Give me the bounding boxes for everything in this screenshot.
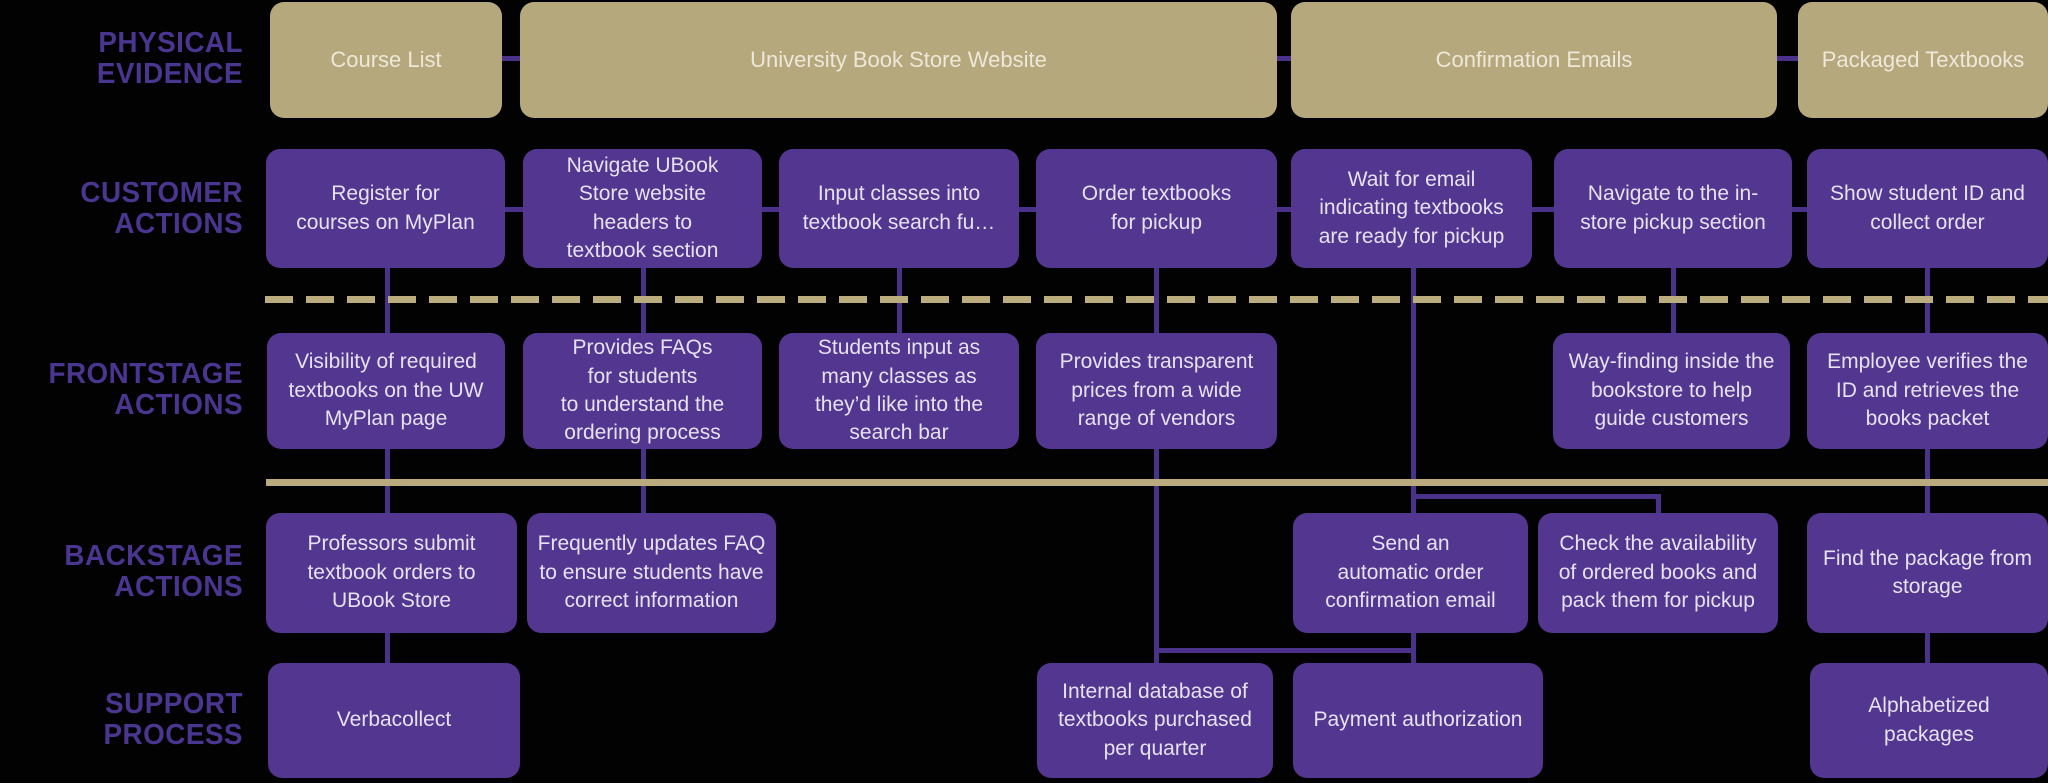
connector-customer-dash bbox=[1019, 207, 1036, 212]
box-text: Employee verifies the ID and retrieves t… bbox=[1827, 350, 2028, 431]
connector-customer-dash bbox=[505, 207, 523, 212]
box-text: Visibility of required textbooks on the … bbox=[288, 350, 484, 431]
box-text: Packaged Textbooks bbox=[1821, 46, 2025, 72]
box-text: Course List bbox=[330, 46, 442, 72]
row-label-frontstage-actions: FRONTSTAGE ACTIONS bbox=[48, 358, 244, 421]
box-text: Check the availability of ordered books … bbox=[1558, 532, 1758, 613]
customer-show-id: Show student ID and collect order bbox=[1807, 149, 2048, 268]
connector-drop-into-check bbox=[1656, 496, 1661, 513]
connector-customer-dash bbox=[762, 207, 779, 212]
line-of-interaction bbox=[265, 296, 2048, 303]
support-payment-authorization: Payment authorization bbox=[1293, 663, 1543, 778]
connector-professors-to-verbacollect bbox=[385, 633, 390, 663]
connector-find-to-alphabetized bbox=[1925, 633, 1930, 663]
row-label-support-process: SUPPORT PROCESS bbox=[103, 688, 243, 751]
box-text: Students input as many classes as they’d… bbox=[814, 336, 984, 445]
box-text: Payment authorization bbox=[1313, 708, 1523, 732]
box-text: Order textbooks for pickup bbox=[1081, 182, 1232, 234]
box-text: Show student ID and collect order bbox=[1830, 182, 2025, 234]
box-text: Internal database of textbooks purchased… bbox=[1058, 679, 1252, 760]
backstage-check-availability: Check the availability of ordered books … bbox=[1538, 513, 1778, 633]
backstage-send-confirmation: Send an automatic order confirmation ema… bbox=[1293, 513, 1528, 633]
backstage-find-package: Find the package from storage bbox=[1807, 513, 2048, 633]
connector-customer-dash bbox=[1792, 207, 1807, 212]
customer-wait-email: Wait for email indicating textbooks are … bbox=[1291, 149, 1532, 268]
backstage-professors-submit: Professors submit textbook orders to UBo… bbox=[266, 513, 517, 633]
customer-order-textbooks: Order textbooks for pickup bbox=[1036, 149, 1277, 268]
connector-branch-database-payment bbox=[1154, 648, 1416, 653]
row-label-customer-actions: CUSTOMER ACTIONS bbox=[80, 177, 243, 240]
box-text: Provides FAQs for students to understand… bbox=[560, 336, 725, 445]
box-text: Verbacollect bbox=[336, 708, 452, 732]
evidence-confirmation-emails: Confirmation Emails bbox=[1291, 2, 1777, 118]
connector-customer-dash bbox=[1532, 207, 1554, 212]
evidence-bookstore-website: University Book Store Website bbox=[520, 2, 1277, 118]
customer-register-courses: Register for courses on MyPlan bbox=[266, 149, 505, 268]
support-alphabetized-packages: Alphabetized packages bbox=[1810, 663, 2048, 778]
line-of-visibility bbox=[266, 479, 2048, 486]
box-text: Confirmation Emails bbox=[1435, 46, 1633, 72]
frontstage-wayfinding: Way-finding inside the bookstore to help… bbox=[1553, 333, 1790, 449]
box-text: Send an automatic order confirmation ema… bbox=[1325, 532, 1496, 613]
box-text: Navigate to the in- store pickup section bbox=[1580, 182, 1766, 234]
customer-input-classes: Input classes into textbook search fu… bbox=[779, 149, 1019, 268]
evidence-course-list: Course List bbox=[270, 2, 502, 118]
support-verbacollect: Verbacollect bbox=[268, 663, 520, 778]
frontstage-visibility-textbooks: Visibility of required textbooks on the … bbox=[267, 333, 505, 449]
frontstage-employee-verifies: Employee verifies the ID and retrieves t… bbox=[1807, 333, 2048, 449]
backstage-updates-faq: Frequently updates FAQ to ensure student… bbox=[527, 513, 776, 633]
connector-evidence-dash bbox=[1277, 56, 1291, 61]
box-text: Navigate UBook Store website headers to … bbox=[566, 153, 719, 262]
connector-wait-to-send bbox=[1411, 268, 1416, 513]
connector-prices-to-database bbox=[1154, 449, 1159, 663]
customer-navigate-ubook: Navigate UBook Store website headers to … bbox=[523, 149, 762, 268]
customer-navigate-instore: Navigate to the in- store pickup section bbox=[1554, 149, 1792, 268]
frontstage-transparent-prices: Provides transparent prices from a wide … bbox=[1036, 333, 1277, 449]
box-text: Frequently updates FAQ to ensure student… bbox=[537, 532, 766, 613]
box-text: Provides transparent prices from a wide … bbox=[1059, 350, 1254, 431]
box-text: Find the package from storage bbox=[1823, 546, 2032, 598]
box-text: Input classes into textbook search fu… bbox=[802, 182, 996, 234]
connector-branch-to-check bbox=[1411, 494, 1661, 499]
connector-evidence-dash bbox=[1777, 56, 1798, 61]
row-label-backstage-actions: BACKSTAGE ACTIONS bbox=[64, 540, 243, 603]
evidence-packaged-textbooks: Packaged Textbooks bbox=[1798, 2, 2048, 118]
box-text: Register for courses on MyPlan bbox=[296, 182, 475, 234]
box-text: Professors submit textbook orders to UBo… bbox=[307, 532, 476, 613]
box-text: Wait for email indicating textbooks are … bbox=[1318, 167, 1505, 248]
box-text: University Book Store Website bbox=[750, 46, 1047, 72]
support-internal-database: Internal database of textbooks purchased… bbox=[1037, 663, 1273, 778]
connector-evidence-dash bbox=[502, 56, 520, 61]
frontstage-provides-faqs: Provides FAQs for students to understand… bbox=[523, 333, 762, 449]
frontstage-students-input: Students input as many classes as they’d… bbox=[779, 333, 1019, 449]
box-text: Alphabetized packages bbox=[1868, 694, 1990, 746]
connector-customer-dash bbox=[1277, 207, 1291, 212]
box-text: Way-finding inside the bookstore to help… bbox=[1568, 350, 1775, 431]
row-label-physical-evidence: PHYSICAL EVIDENCE bbox=[96, 27, 243, 90]
